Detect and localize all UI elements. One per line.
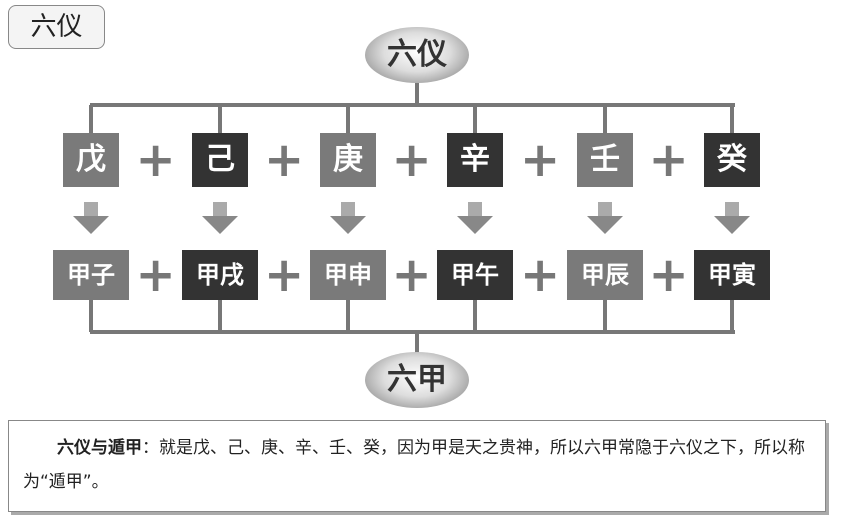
jia-box-1: 甲戌	[182, 250, 258, 300]
plus-icon: +	[391, 132, 432, 188]
connector	[89, 105, 93, 133]
arrow-stem	[213, 202, 227, 216]
jia-box-0: 甲子	[53, 250, 129, 300]
jia-box-5: 甲寅	[694, 250, 770, 300]
bottom-node-liujia: 六甲	[365, 352, 469, 408]
connector	[730, 300, 734, 332]
connector	[415, 334, 419, 354]
top-node-liuyi: 六仪	[365, 27, 469, 83]
arrow-stem	[725, 202, 739, 216]
plus-icon: +	[648, 132, 689, 188]
connector	[218, 300, 222, 332]
plus-icon: +	[264, 132, 305, 188]
connector	[603, 300, 607, 332]
jia-box-4: 甲辰	[567, 250, 643, 300]
jia-box-3: 甲午	[437, 250, 513, 300]
down-arrow-icon	[202, 216, 238, 234]
yi-box-5: 癸	[704, 133, 760, 187]
arrow-stem	[468, 202, 482, 216]
connector	[603, 105, 607, 133]
plus-icon: +	[520, 132, 561, 188]
yi-box-0: 戊	[63, 133, 119, 187]
down-arrow-icon	[457, 216, 493, 234]
connector	[346, 300, 350, 332]
explanation-note: 六仪与遁甲：就是戊、己、庚、辛、壬、癸，因为甲是天之贵神，所以六甲常隐于六仪之下…	[8, 420, 826, 512]
connector	[89, 300, 93, 332]
plus-icon: +	[135, 132, 176, 188]
connector	[346, 105, 350, 133]
section-tag: 六仪	[8, 5, 105, 49]
yi-box-2: 庚	[320, 133, 376, 187]
down-arrow-icon	[587, 216, 623, 234]
down-arrow-icon	[73, 216, 109, 234]
yi-box-1: 己	[192, 133, 248, 187]
connector	[415, 83, 419, 105]
connector	[218, 105, 222, 133]
down-arrow-icon	[330, 216, 366, 234]
arrow-stem	[341, 202, 355, 216]
connector	[473, 105, 477, 133]
arrow-stem	[84, 202, 98, 216]
plus-icon: +	[391, 247, 432, 303]
down-arrow-icon	[714, 216, 750, 234]
connector	[473, 300, 477, 332]
yi-box-4: 壬	[577, 133, 633, 187]
bottom-bus-line	[90, 330, 735, 334]
yi-box-3: 辛	[447, 133, 503, 187]
top-bus-line	[90, 103, 735, 107]
note-text: ：就是戊、己、庚、辛、壬、癸，因为甲是天之贵神，所以六甲常隐于六仪之下，所以称为…	[23, 438, 805, 492]
plus-icon: +	[264, 247, 305, 303]
note-term: 六仪与遁甲	[57, 438, 142, 458]
plus-icon: +	[520, 247, 561, 303]
plus-icon: +	[135, 247, 176, 303]
connector	[730, 105, 734, 133]
plus-icon: +	[648, 247, 689, 303]
arrow-stem	[598, 202, 612, 216]
jia-box-2: 甲申	[310, 250, 386, 300]
